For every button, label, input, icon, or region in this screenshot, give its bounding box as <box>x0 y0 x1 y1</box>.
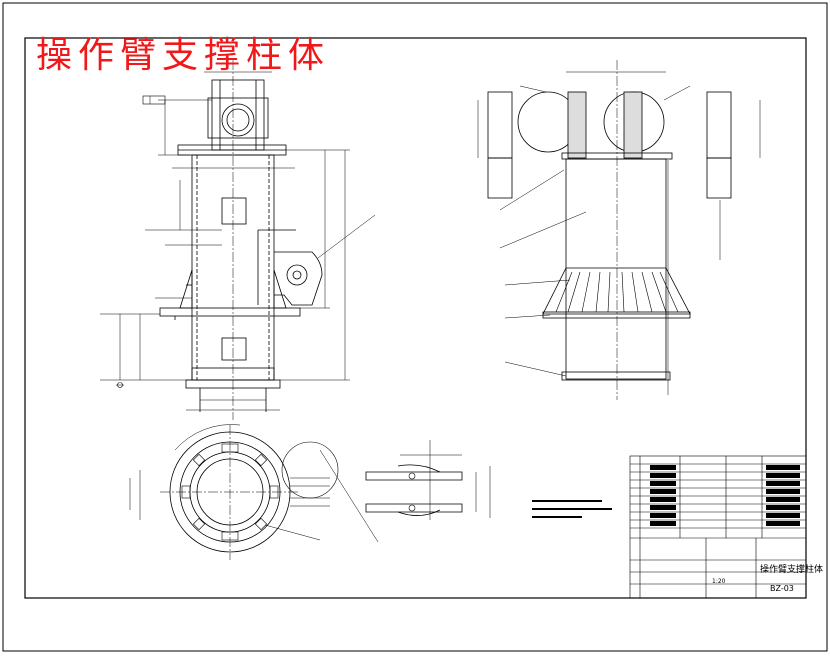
drawing-title: 操作臂支撑柱体 <box>36 35 331 76</box>
title-block: 操作臂支撑柱体 BZ-03 1:20 <box>629 455 823 599</box>
inner-frame <box>24 37 807 599</box>
title-block-scale: 1:20 <box>712 578 726 585</box>
top-view <box>129 424 379 560</box>
section-detail <box>365 440 612 520</box>
front-view <box>100 60 376 420</box>
title-block-part-name: 操作臂支撑柱体 <box>760 563 823 575</box>
side-view <box>477 60 761 400</box>
title-block-drawing-number: BZ-03 <box>770 584 794 593</box>
